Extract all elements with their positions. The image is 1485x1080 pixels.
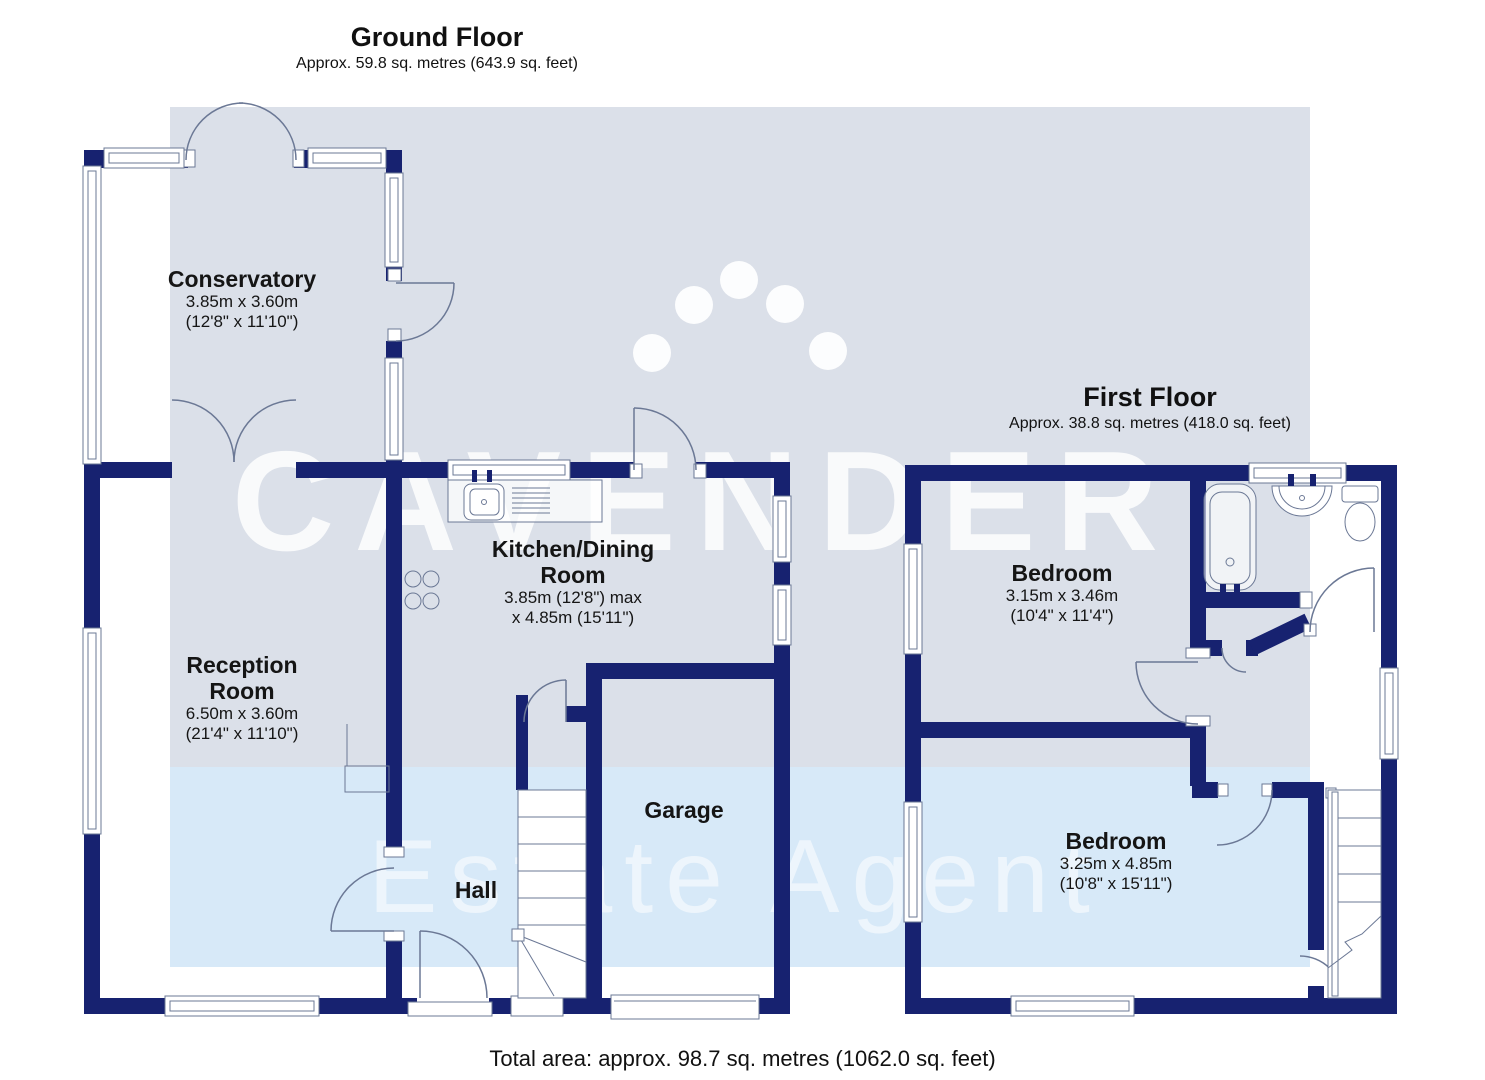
logo-dot-icon <box>720 261 758 299</box>
gf-doors <box>171 102 697 999</box>
ground-floor-title: Ground Floor <box>350 22 524 52</box>
room-label-bedroom2: Bedroom 3.25m x 4.85m (10'8" x 15'11") <box>1059 828 1173 893</box>
ff-stairs <box>1327 789 1382 999</box>
tap-icon <box>487 470 492 482</box>
room-label-conservatory: Conservatory 3.85m x 3.60m (12'8" x 11'1… <box>167 266 317 331</box>
logo-dot-icon <box>675 286 713 324</box>
tap-icon <box>472 470 477 482</box>
ground-floor-area: Approx. 59.8 sq. metres (643.9 sq. feet) <box>296 55 578 72</box>
room-label-reception: Reception Room 6.50m x 3.60m (21'4" x 11… <box>185 652 299 743</box>
room-label-kitchen-dining: Kitchen/Dining Room 3.85m (12'8") max x … <box>491 536 655 627</box>
first-floor-plan <box>903 462 1399 1017</box>
logo-dot-icon <box>766 285 804 323</box>
room-label-hall: Hall <box>454 877 498 903</box>
room-label-bedroom1: Bedroom 3.15m x 3.46m (10'4" x 11'4") <box>1005 560 1119 625</box>
gf-door-jambs <box>183 149 707 1017</box>
watermark-tagline: Estate Agent <box>368 819 1102 935</box>
room-label-garage: Garage <box>644 797 724 823</box>
ff-walls <box>905 465 1397 1014</box>
ff-angled-wall <box>1248 613 1312 656</box>
bathtub-icon <box>1203 483 1257 596</box>
ff-door-jambs <box>1185 591 1337 799</box>
background-band-grey <box>170 107 1310 767</box>
basin-icon <box>1271 474 1333 517</box>
ground-floor-title-block: Ground Floor Approx. 59.8 sq. metres (64… <box>187 22 687 73</box>
gf-stairs <box>511 789 587 999</box>
toilet-icon <box>1341 485 1379 542</box>
logo-dot-icon <box>809 332 847 370</box>
drainer-icon <box>512 487 550 514</box>
ff-doors <box>1135 567 1375 999</box>
total-area-label: Total area: approx. 98.7 sq. metres (106… <box>489 1046 996 1071</box>
first-floor-area: Approx. 38.8 sq. metres (418.0 sq. feet) <box>1009 415 1291 432</box>
background-band-blue <box>170 767 1310 967</box>
hob-icon <box>404 570 440 610</box>
ground-floor-plan <box>82 102 792 1020</box>
gf-garage-door <box>610 994 760 1020</box>
gf-chimney-breast <box>344 724 390 793</box>
ff-bathroom-fixtures <box>1203 474 1379 596</box>
first-floor-title-block: First Floor Approx. 38.8 sq. metres (418… <box>900 382 1400 433</box>
logo-dot-icon <box>633 334 671 372</box>
gf-windows <box>82 147 792 1017</box>
ff-windows <box>903 462 1399 1017</box>
first-floor-title: First Floor <box>1083 382 1217 412</box>
gf-kitchen-fixtures <box>404 470 603 610</box>
